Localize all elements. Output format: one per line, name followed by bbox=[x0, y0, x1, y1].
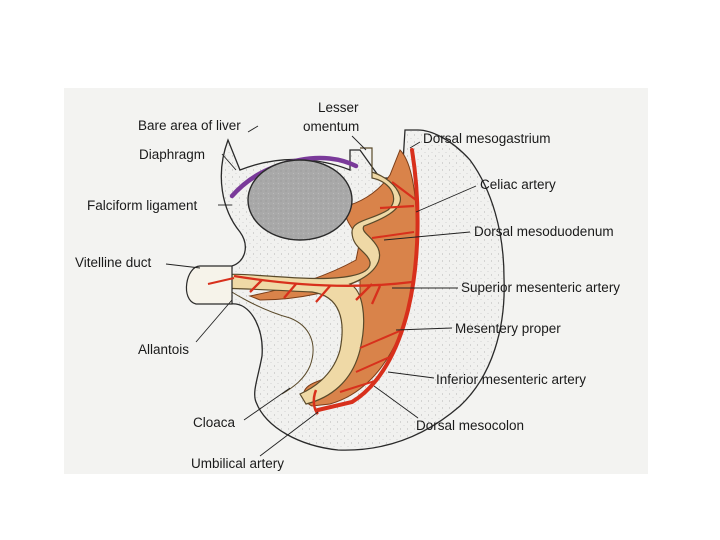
label-celiac-artery: Celiac artery bbox=[480, 177, 556, 192]
label-bare-area-of-liver: Bare area of liver bbox=[138, 118, 241, 133]
label-allantois: Allantois bbox=[138, 342, 189, 357]
label-lesser-omentum-line2: omentum bbox=[303, 119, 359, 134]
label-vitelline-duct: Vitelline duct bbox=[75, 255, 152, 270]
label-dorsal-mesocolon: Dorsal mesocolon bbox=[416, 418, 524, 433]
label-umbilical-artery: Umbilical artery bbox=[191, 456, 284, 471]
celiac-branch bbox=[379, 181, 417, 210]
label-mesentery-proper: Mesentery proper bbox=[455, 321, 561, 336]
liver bbox=[247, 159, 353, 241]
label-diaphragm: Diaphragm bbox=[139, 147, 205, 162]
label-falciform-ligament: Falciform ligament bbox=[87, 198, 198, 213]
superior-mesenteric-branches bbox=[233, 274, 413, 305]
label-inferior-mesenteric-artery: Inferior mesenteric artery bbox=[436, 372, 586, 387]
label-dorsal-mesoduodenum: Dorsal mesoduodenum bbox=[474, 224, 614, 239]
label-lesser-omentum-line1: Lesser bbox=[318, 100, 359, 115]
dorsal-mesoduodenum-branch bbox=[371, 231, 415, 239]
midgut-loop bbox=[213, 279, 314, 395]
leader-lines bbox=[165, 125, 477, 457]
label-cloaca: Cloaca bbox=[193, 415, 236, 430]
vitelline-artery bbox=[207, 277, 235, 285]
label-dorsal-mesogastrium: Dorsal mesogastrium bbox=[423, 131, 551, 146]
label-superior-mesenteric-artery: Superior mesenteric artery bbox=[461, 280, 620, 295]
inferior-mesenteric-branches bbox=[339, 329, 403, 393]
gut-tube bbox=[205, 147, 401, 405]
aorta bbox=[316, 148, 420, 412]
umbilical-cord bbox=[185, 265, 233, 305]
